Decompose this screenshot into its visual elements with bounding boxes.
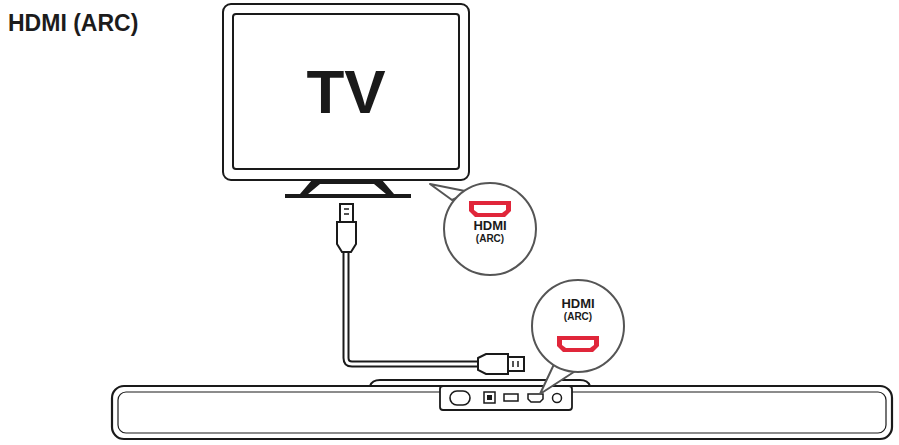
hdmi-plug-tip xyxy=(508,357,524,371)
hdmi-plug xyxy=(478,354,508,374)
soundbar xyxy=(112,386,892,439)
node-label: TV xyxy=(306,59,385,124)
hdmi-port-icon xyxy=(469,201,511,217)
tv: TV xyxy=(222,3,470,181)
callout-circle xyxy=(532,280,624,372)
node-label: HDMI xyxy=(561,280,594,311)
title: HDMI (ARC) xyxy=(8,10,138,37)
callout-circle: HDMI(ARC) xyxy=(532,280,624,372)
usb-port xyxy=(504,394,518,401)
node-label: HDMI xyxy=(473,183,506,233)
hdmi-port xyxy=(528,394,543,402)
node-sublabel: (ARC) xyxy=(564,311,592,323)
hdmi-port-icon xyxy=(557,336,599,352)
tv-screen xyxy=(233,14,459,169)
node-sublabel: (ARC) xyxy=(476,233,504,245)
hdmi-cable xyxy=(346,250,480,364)
connector-panel xyxy=(440,386,572,410)
tv-stand xyxy=(300,180,394,194)
callout-circle xyxy=(444,183,536,275)
hdmi-plug xyxy=(337,222,356,252)
callout-circle: HDMI(ARC) xyxy=(444,183,536,275)
optical-port xyxy=(484,392,495,403)
tv-stand-base xyxy=(285,194,411,198)
hdmi-port-icon xyxy=(474,205,506,213)
hdmi-cable xyxy=(346,250,480,364)
power-port xyxy=(450,391,470,405)
aux-port xyxy=(553,394,562,403)
hdmi-port-icon xyxy=(562,340,594,348)
hdmi-plug-tip xyxy=(340,204,353,222)
